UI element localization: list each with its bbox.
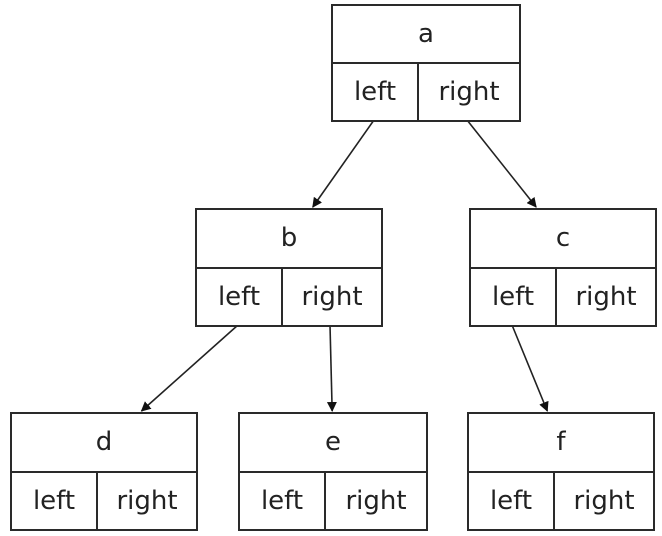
node-d-fields: left right [12, 472, 196, 529]
node-b-left-field: left [197, 268, 283, 325]
node-a: a left right [331, 4, 521, 122]
node-b-title: b [197, 210, 381, 269]
edge-b-right-to-e [326, 324, 337, 412]
node-a-left-field: left [333, 64, 419, 120]
node-c-left-field: left [471, 268, 557, 325]
node-f-fields: left right [469, 472, 653, 529]
node-e: e left right [238, 412, 428, 531]
node-e-title: e [240, 414, 426, 473]
edge-b-left-to-d [140, 324, 239, 412]
node-d-left-field: left [12, 472, 98, 529]
edge-c-left-to-f [511, 324, 549, 412]
node-f-title: f [469, 414, 653, 473]
node-b-right-field: right [301, 281, 363, 312]
node-d: d left right [10, 412, 198, 531]
node-d-right-field: right [116, 485, 178, 516]
node-c-title: c [471, 210, 655, 269]
node-b: b left right [195, 208, 383, 327]
node-c-fields: left right [471, 268, 655, 325]
node-c: c left right [469, 208, 657, 327]
node-e-right-field: right [345, 485, 407, 516]
node-a-title: a [333, 6, 519, 64]
node-c-right-field: right [575, 281, 637, 312]
node-f-right-field: right [573, 485, 635, 516]
node-e-fields: left right [240, 472, 426, 529]
node-f-left-field: left [469, 472, 555, 529]
node-b-fields: left right [197, 268, 381, 325]
node-a-fields: left right [333, 64, 519, 120]
node-d-title: d [12, 414, 196, 473]
node-a-right-field: right [438, 77, 500, 107]
edge-a-right-to-c [466, 119, 537, 208]
node-e-left-field: left [240, 472, 326, 529]
edge-a-left-to-b [312, 119, 375, 208]
node-f: f left right [467, 412, 655, 531]
